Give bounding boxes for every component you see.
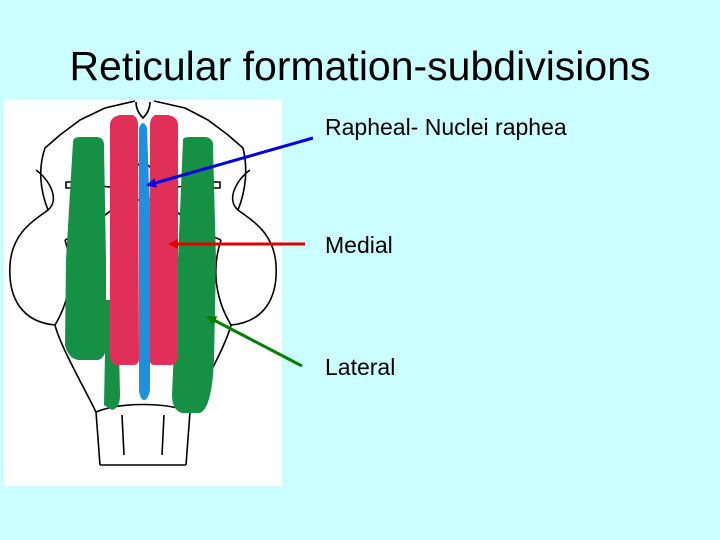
label-lateral: Lateral [325,354,396,380]
slide-title: Reticular formation-subdivisions [69,43,651,89]
label-medial: Medial [325,232,393,258]
raphe-arrow [146,136,314,188]
medial-column-right [149,115,178,365]
lateral-arrow [206,315,303,368]
raphe-column [139,123,150,400]
label-raphe: Rapheal- Nuclei raphea [325,114,567,140]
medial-column-left [110,115,139,365]
lateral-column-left [65,137,106,360]
lateral-column-right [172,137,216,413]
